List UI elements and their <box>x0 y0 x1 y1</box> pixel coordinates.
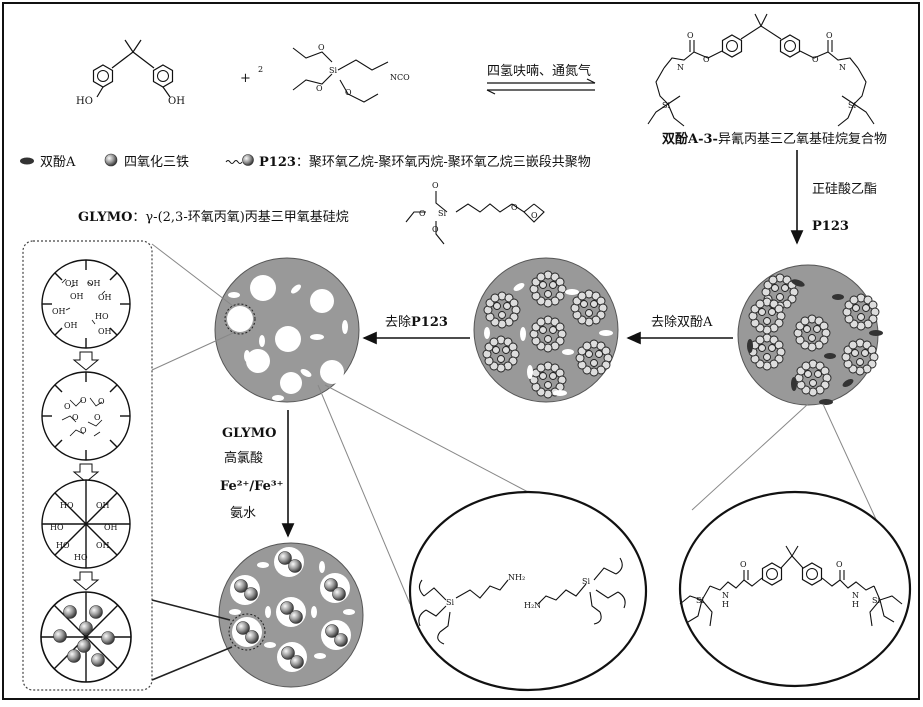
o-atom: O <box>531 211 538 220</box>
o-label: O <box>94 413 101 422</box>
o-atom: O <box>703 55 710 64</box>
isocyanate-group: NCO <box>390 73 410 82</box>
ammonia-label: 氨水 <box>230 506 256 521</box>
reaction-condition: 四氢呋喃、通氮气 <box>487 63 591 79</box>
o-atom: O <box>812 55 819 64</box>
amine-silane-zoom: Si NH₂ Si H₂N <box>410 492 646 690</box>
si-atom: Si <box>446 598 454 607</box>
oh-label: OH <box>87 279 101 288</box>
n-atom: N <box>722 591 729 600</box>
oh-label: OH <box>96 541 110 550</box>
o-label: O <box>80 426 87 435</box>
remove-p123-label: 去除P123 <box>385 315 448 330</box>
amine-group: NH₂ <box>508 573 525 582</box>
bisphenol-oh-right: OH <box>168 96 185 107</box>
o-atom: O <box>687 31 694 40</box>
bpa-silane-zoom: O O N H N H Si Si <box>680 492 910 686</box>
o-atom: O <box>826 31 833 40</box>
h-atom: H <box>722 600 729 609</box>
o-atom: O <box>316 84 323 93</box>
h-atom: H <box>852 600 859 609</box>
bpa-legend-label: 双酚A <box>40 155 76 170</box>
o-atom: O <box>740 560 747 569</box>
ho-label: HO <box>50 523 64 532</box>
o-label: O <box>64 402 71 411</box>
pore-fe3o4-stage <box>41 592 131 682</box>
p123-legend-swatch <box>243 155 254 166</box>
n-atom: N <box>677 63 684 72</box>
glymo-step-label: GLYMO <box>222 426 276 441</box>
si-atom: Si <box>848 101 856 110</box>
fe3o4-loaded-particle <box>219 543 363 687</box>
si-atom: Si <box>696 596 704 605</box>
ho-label: HO <box>60 501 74 510</box>
si-atom: Si <box>329 66 337 75</box>
si-atom: Si <box>438 209 446 218</box>
o-atom: O <box>432 225 439 234</box>
p123-step-label: P123 <box>812 219 849 234</box>
ho-label: HO <box>74 553 88 562</box>
o-atom: O <box>432 181 439 190</box>
pore-silanol-stage: OH OH OH OH OH HO OH OH <box>42 260 130 348</box>
remove-bpa-label: 去除双酚A <box>651 315 713 330</box>
oh-label: OH <box>52 307 66 316</box>
pore-opened-stage: HO OH HO OH HO OH HO <box>42 480 130 568</box>
perchloric-acid-label: 高氯酸 <box>224 450 263 466</box>
o-label: O <box>80 396 87 405</box>
o-atom: O <box>318 43 325 52</box>
n-atom: N <box>839 63 846 72</box>
si-atom: Si <box>872 596 880 605</box>
mesoporous-silica-particle <box>215 258 359 402</box>
fe3o4-legend-label: 四氧化三铁 <box>124 155 189 170</box>
oh-label: OH <box>70 292 84 301</box>
o-atom: O <box>419 209 426 218</box>
ho-label: HO <box>95 312 109 321</box>
reagent-coefficient: 2 <box>258 65 263 74</box>
glymo-definition: GLYMO：γ-(2,3-环氧丙氧)丙基三甲氧基硅烷 <box>78 210 349 225</box>
p123-legend-label: P123：聚环氧乙烷-聚环氧丙烷-聚环氧乙烷三嵌段共聚物 <box>259 155 591 170</box>
oh-label: OH <box>104 523 118 532</box>
bisphenol-oh-left: HO <box>76 96 93 107</box>
si-atom: Si <box>662 101 670 110</box>
plus-sign: + <box>240 71 251 86</box>
oh-label: OH <box>65 279 79 288</box>
particle-bpa-removed <box>474 258 618 402</box>
oh-label: OH <box>64 321 78 330</box>
amine-group: H₂N <box>524 601 541 610</box>
si-atom: Si <box>582 577 590 586</box>
iron-ions-label: Fe²⁺/Fe³⁺ <box>220 479 283 494</box>
o-atom: O <box>836 560 843 569</box>
complex-caption: 双酚A-3-异氰丙基三乙氧基硅烷复合物 <box>662 131 887 147</box>
pore-glymo-stage: O O O O O O <box>42 372 130 460</box>
o-label: O <box>98 397 105 406</box>
fe3o4-legend-swatch <box>105 154 117 166</box>
o-atom: O <box>511 203 518 212</box>
oh-label: OH <box>98 327 112 336</box>
o-label: O <box>72 413 79 422</box>
oh-label: OH <box>98 293 112 302</box>
n-atom: N <box>852 591 859 600</box>
ho-label: HO <box>56 541 70 550</box>
bpa-legend-swatch <box>20 158 34 165</box>
oh-label: OH <box>96 501 110 510</box>
teos-step-label: 正硅酸乙酯 <box>812 182 877 197</box>
o-atom: O <box>345 88 352 97</box>
